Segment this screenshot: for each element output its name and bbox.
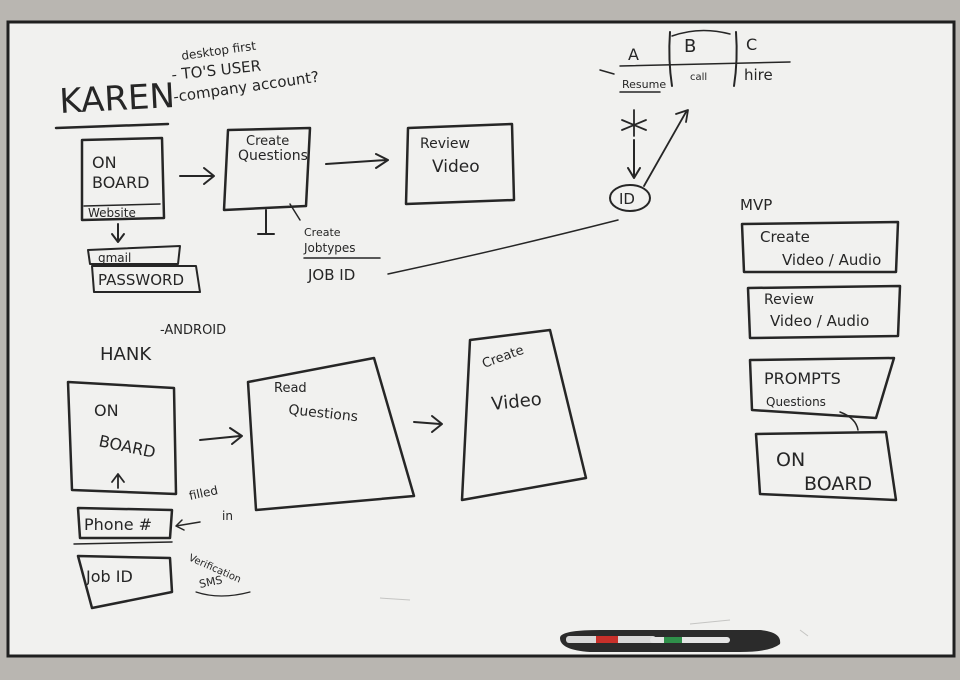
mvp-section: MVP Create Video / Audio Review Video / … <box>740 196 902 502</box>
arrow-onboard-to-gmail <box>111 223 125 243</box>
pipeline-stage-call: call <box>690 72 707 83</box>
id-label: ID <box>619 190 635 208</box>
karen-website-label: Website <box>88 206 136 220</box>
filled-in-line1: filled <box>188 483 220 503</box>
create-questions-line2: Questions <box>238 148 308 164</box>
job-id-label: JOB ID <box>307 266 355 284</box>
create-questions-line1: Create <box>246 134 289 149</box>
read-questions-line2: Questions <box>288 402 359 425</box>
mvp-item-1-line1: Create <box>760 228 810 246</box>
line-jobid-to-id <box>387 219 619 275</box>
hank-note: -ANDROID <box>160 323 226 338</box>
hank-job-id-label: Job ID <box>85 567 133 586</box>
hank-job-id-box <box>76 554 174 610</box>
review-video-box <box>404 122 516 206</box>
password-box <box>91 265 201 293</box>
karen-onboard-line1: ON <box>92 153 117 172</box>
arrow-id-to-call <box>643 109 689 187</box>
read-questions-line1: Read <box>274 381 307 396</box>
pipeline-stage-resume: Resume <box>622 78 666 91</box>
create-video-box <box>460 328 588 502</box>
mvp-item-4-line2: BOARD <box>804 473 872 495</box>
create-video-line2: Video <box>490 389 542 415</box>
marker-green <box>650 637 730 643</box>
mvp-item-2-line2: Video / Audio <box>770 312 869 330</box>
mvp-item-2-line1: Review <box>764 292 814 308</box>
board-smudges <box>379 597 809 637</box>
pipeline-col-c: C <box>746 35 757 54</box>
create-jobtypes-line1: Create <box>304 226 341 239</box>
mvp-item-3-box <box>748 356 896 420</box>
filled-in-line2: in <box>222 509 233 523</box>
phone-label: Phone # <box>84 515 152 534</box>
marker-tray <box>560 630 781 652</box>
pipeline-section: A B C Resume call hire ID <box>599 29 791 212</box>
mvp-item-4-line1: ON <box>776 449 805 471</box>
karen-onboard-box <box>80 136 166 222</box>
arrow-onboard-to-create-questions <box>179 167 215 185</box>
review-video-line2: Video <box>432 157 480 177</box>
hank-onboard-line1: ON <box>94 401 119 420</box>
pipeline-col-b: B <box>684 36 696 57</box>
mvp-item-1-box <box>740 220 900 274</box>
password-label: PASSWORD <box>98 271 184 289</box>
mvp-item-1-line2: Video / Audio <box>782 251 881 269</box>
mvp-item-3-line1: PROMPTS <box>764 369 841 388</box>
verification-line2: SMS <box>198 573 224 591</box>
pipeline-col-a: A <box>628 45 639 64</box>
karen-onboard-line2: BOARD <box>92 173 149 192</box>
mvp-item-2-box <box>746 284 902 340</box>
mvp-item-3-line2: Questions <box>766 395 826 409</box>
karen-underline <box>54 122 170 130</box>
hank-title: HANK <box>100 344 152 365</box>
hank-onboard-box <box>66 380 178 496</box>
arrow-onboard-to-read <box>199 427 243 445</box>
arrow-read-to-create <box>413 415 443 433</box>
read-questions-box <box>246 356 416 512</box>
id-circle <box>609 184 651 212</box>
arrow-create-to-review <box>325 153 389 169</box>
phone-box <box>76 506 174 540</box>
pipeline-stage-hire: hire <box>744 66 773 84</box>
gmail-label: gmail <box>98 251 131 265</box>
create-questions-box <box>222 126 312 212</box>
karen-title: KAREN <box>58 76 175 122</box>
review-video-line1: Review <box>420 136 470 152</box>
asterisk-mark <box>621 109 647 137</box>
gmail-box <box>87 245 181 265</box>
create-jobtypes-line2: Jobtypes <box>303 241 356 255</box>
mvp-title: MVP <box>740 196 772 214</box>
mvp-item-4-box <box>754 430 898 502</box>
